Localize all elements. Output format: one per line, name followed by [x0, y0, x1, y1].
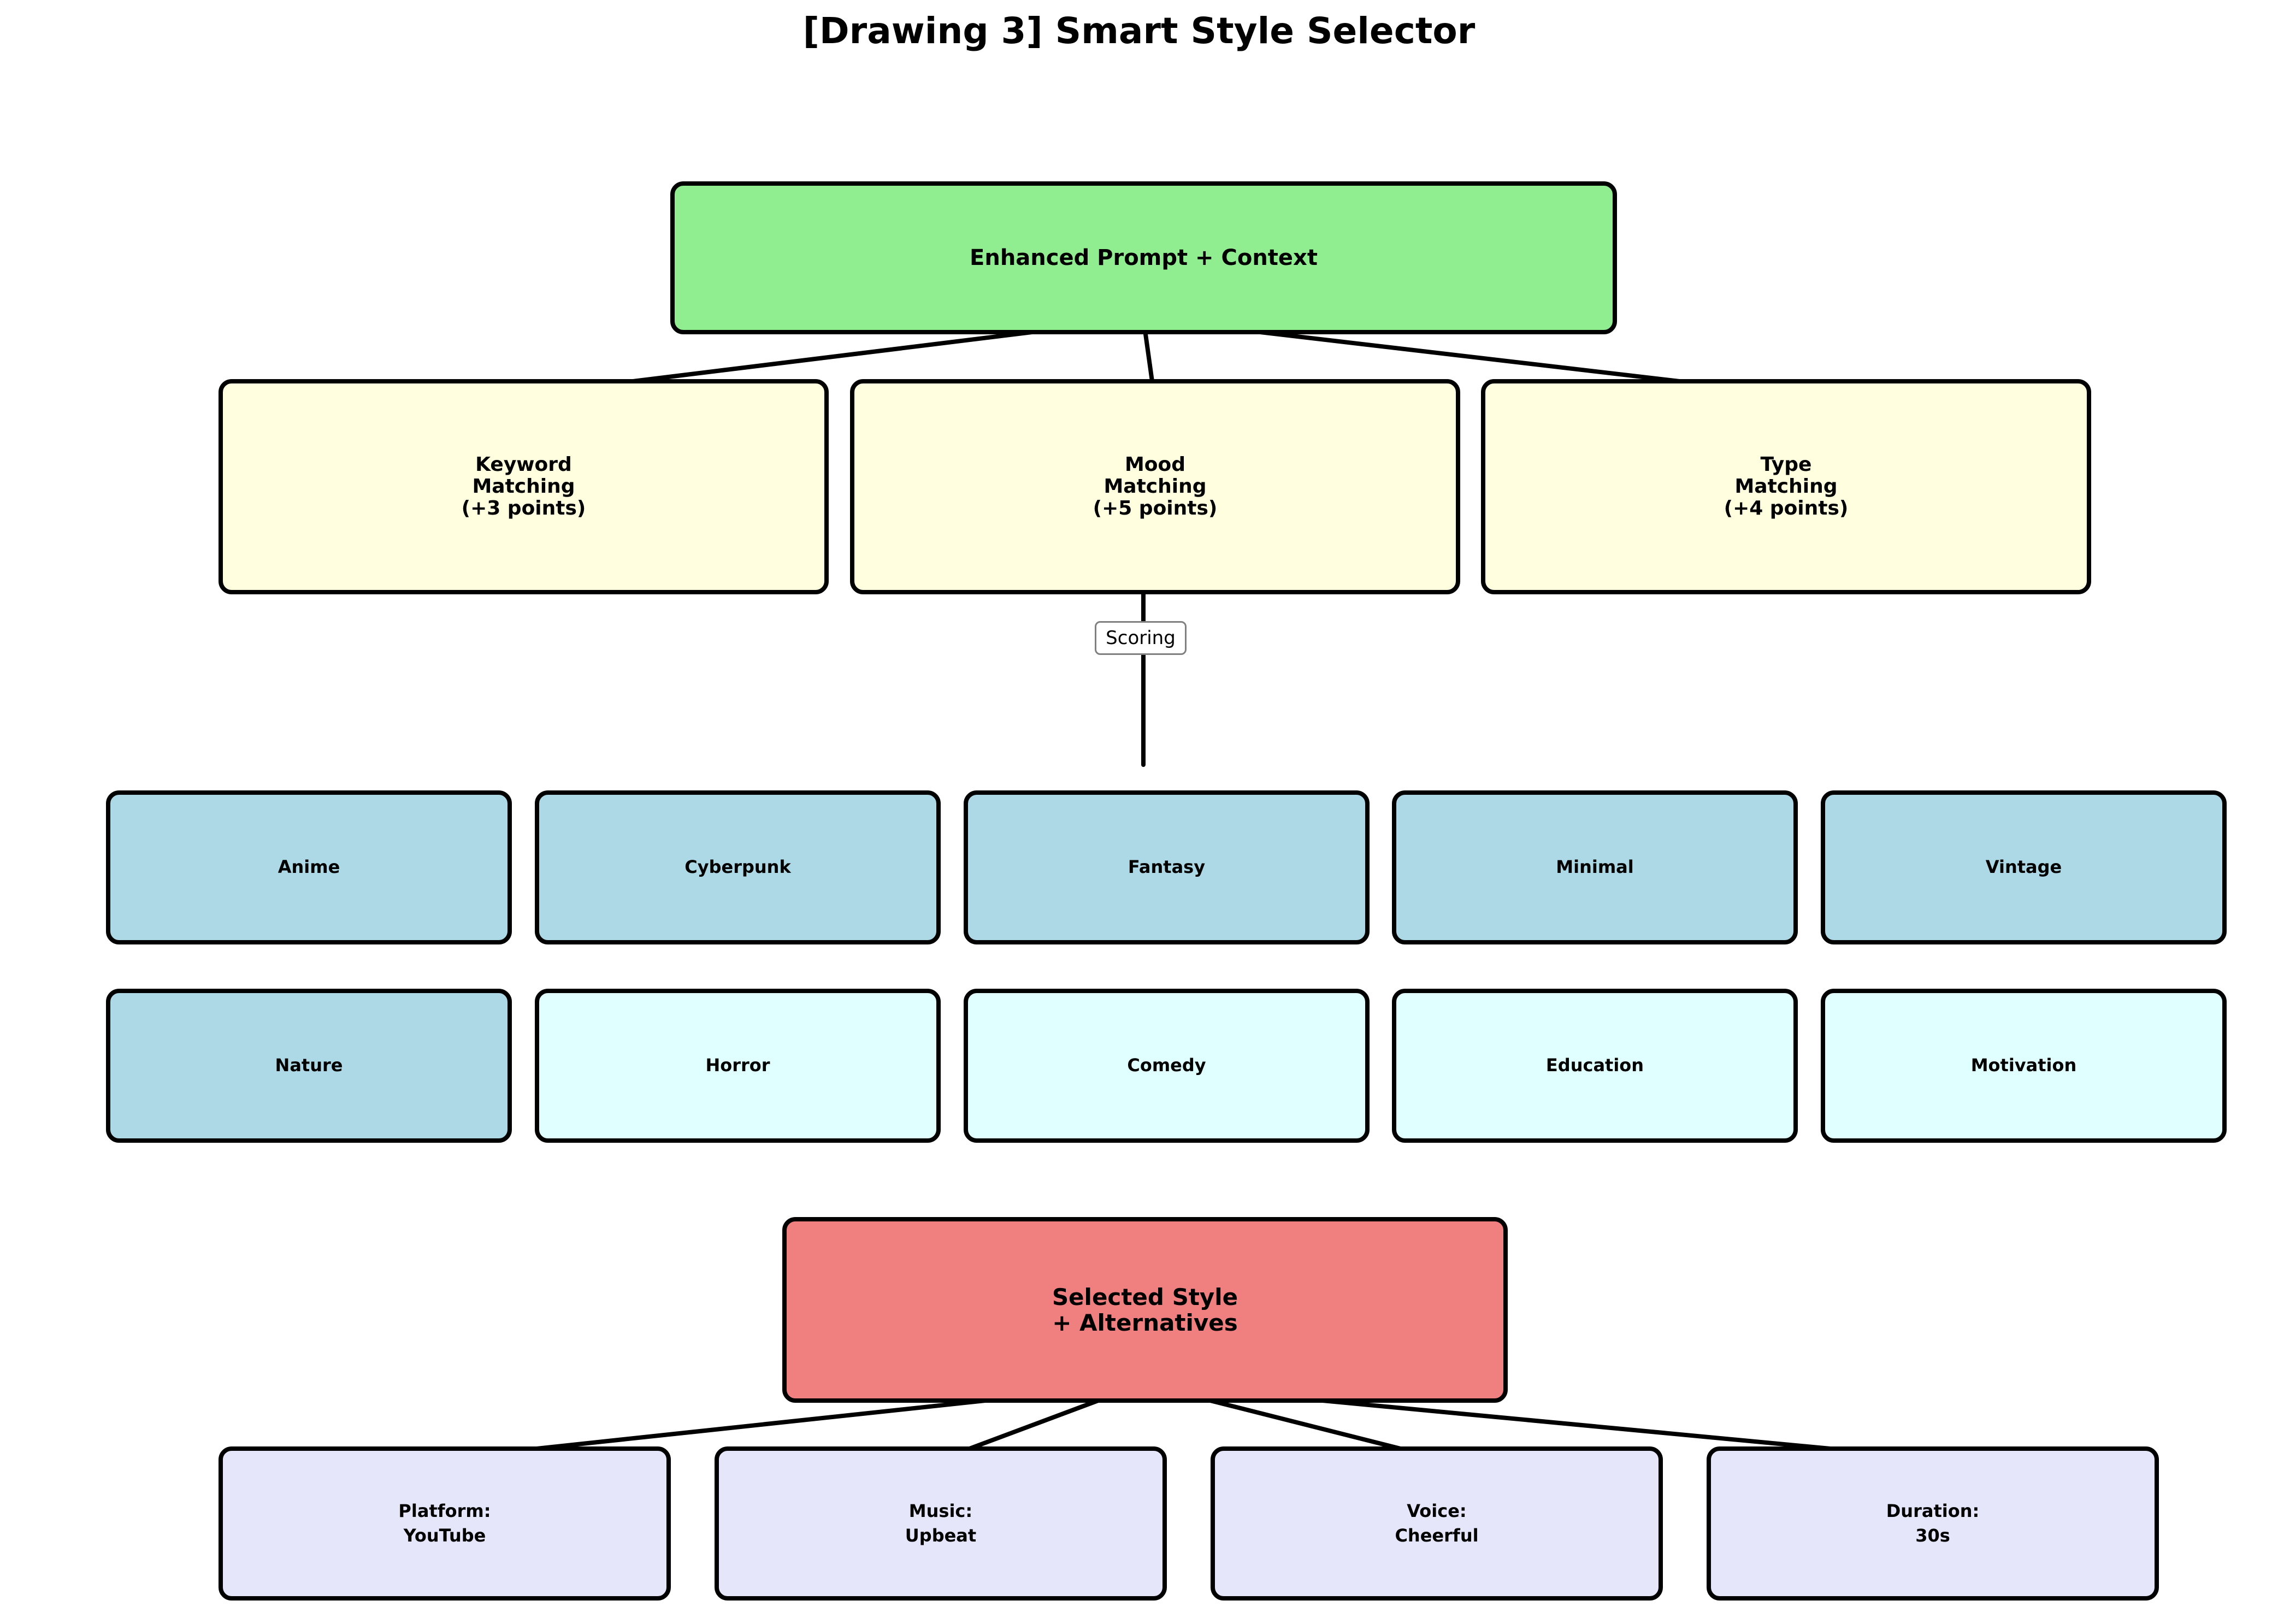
- input-node-label: Enhanced Prompt + Context: [970, 245, 1318, 270]
- output-node-label: Selected Style + Alternatives: [1052, 1283, 1238, 1336]
- param-label: Music: Upbeat: [905, 1501, 977, 1546]
- style-label: Horror: [705, 1055, 770, 1076]
- param-node-voice: Voice: Cheerful: [1211, 1446, 1663, 1601]
- style-node-nature: Nature: [106, 989, 512, 1143]
- style-node-comedy: Comedy: [964, 989, 1370, 1143]
- input-node-enhanced-prompt: Enhanced Prompt + Context: [670, 181, 1617, 334]
- style-label: Education: [1545, 1055, 1644, 1076]
- param-node-duration: Duration: 30s: [1707, 1446, 2159, 1601]
- style-node-minimal: Minimal: [1392, 790, 1798, 944]
- criteria-node-keyword: Keyword Matching (+3 points): [219, 379, 829, 594]
- param-label: Voice: Cheerful: [1395, 1501, 1479, 1546]
- criteria-node-type: Type Matching (+4 points): [1481, 379, 2091, 594]
- style-node-education: Education: [1392, 989, 1798, 1143]
- param-label: Platform: YouTube: [398, 1501, 491, 1546]
- style-node-anime: Anime: [106, 790, 512, 944]
- param-node-platform: Platform: YouTube: [219, 1446, 671, 1601]
- style-label: Vintage: [1985, 857, 2062, 878]
- style-node-horror: Horror: [535, 989, 941, 1143]
- style-node-cyberpunk: Cyberpunk: [535, 790, 941, 944]
- style-label: Fantasy: [1128, 857, 1206, 878]
- style-label: Cyberpunk: [684, 857, 791, 878]
- scoring-edge-label: Scoring: [1095, 621, 1187, 655]
- criteria-label: Keyword Matching (+3 points): [461, 453, 586, 520]
- style-label: Comedy: [1127, 1055, 1206, 1076]
- style-node-vintage: Vintage: [1821, 790, 2227, 944]
- style-node-fantasy: Fantasy: [964, 790, 1370, 944]
- criteria-label: Mood Matching (+5 points): [1093, 453, 1218, 520]
- diagram-title: [Drawing 3] Smart Style Selector: [802, 10, 1476, 52]
- criteria-node-mood: Mood Matching (+5 points): [850, 379, 1460, 594]
- param-node-music: Music: Upbeat: [715, 1446, 1167, 1601]
- style-label: Anime: [278, 857, 340, 878]
- param-label: Duration: 30s: [1886, 1501, 1980, 1546]
- criteria-label: Type Matching (+4 points): [1724, 453, 1849, 520]
- style-label: Motivation: [1970, 1055, 2077, 1076]
- style-label: Nature: [275, 1055, 343, 1076]
- style-node-motivation: Motivation: [1821, 989, 2227, 1143]
- output-node-selected-style: Selected Style + Alternatives: [782, 1217, 1508, 1403]
- style-label: Minimal: [1556, 857, 1634, 878]
